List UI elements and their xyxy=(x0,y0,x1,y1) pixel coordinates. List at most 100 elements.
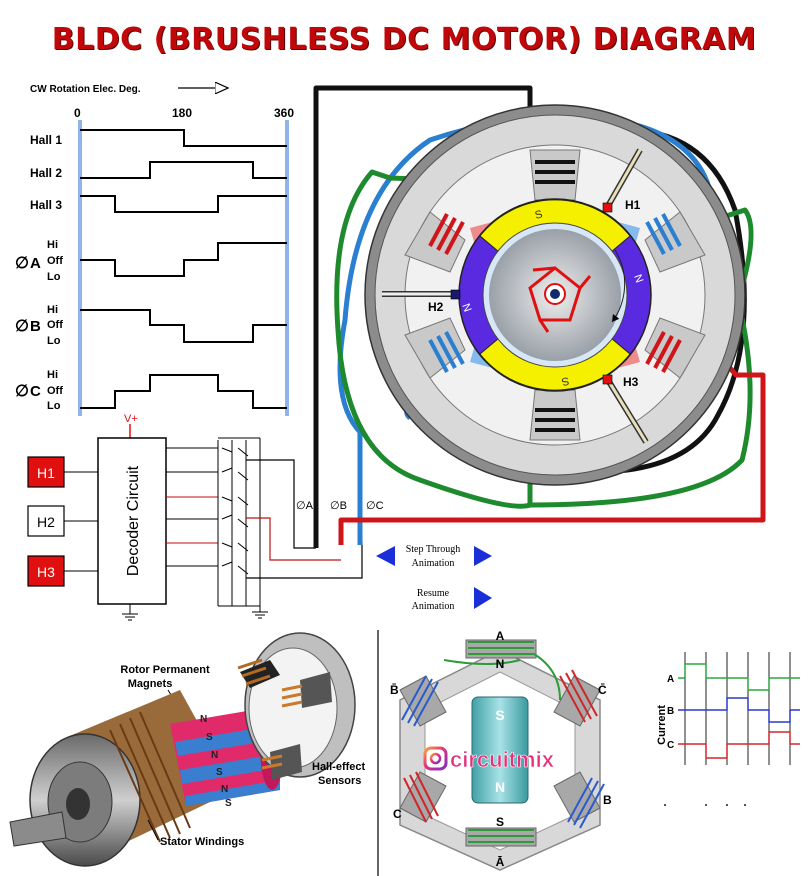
step-label-line1: Step Through xyxy=(406,544,461,555)
pole-n-right: N xyxy=(631,273,645,285)
current-series-b-label: B xyxy=(667,706,674,717)
pole-s-top: S xyxy=(534,208,544,221)
rotor-shaft-icon xyxy=(528,266,592,333)
phase-b-hi: Hi xyxy=(47,304,58,316)
magnet-letter-5: N xyxy=(221,784,228,795)
rotor-pole-s: S xyxy=(495,707,504,723)
hall-sensor-h1: H1 xyxy=(602,148,643,213)
resume-label-line1: Resume xyxy=(417,588,450,599)
current-series-c-label: C xyxy=(667,740,674,751)
phase-c-hi: Hi xyxy=(47,369,58,381)
phase-a-hi: Hi xyxy=(47,239,58,251)
magnet-letter-1: N xyxy=(200,714,207,725)
hall-h1-label: H1 xyxy=(625,198,641,212)
stator-label: Stator Windings xyxy=(160,836,244,848)
hall-3-waveform xyxy=(80,195,287,213)
coil-label-b: B xyxy=(603,793,612,807)
decoder-section: V+ Decoder Circuit H1 H2 H3 xyxy=(27,413,384,621)
page-title: BLDC (BRUSHLESS DC MOTOR) DIAGRAM xyxy=(51,22,757,57)
rotor-pole-n: N xyxy=(495,779,505,795)
resume-button[interactable] xyxy=(474,587,492,609)
sensor-h1-box xyxy=(27,456,65,488)
rotor-label-line2: Magnets xyxy=(128,678,173,690)
bldc-motor: S N S N H1 H2 H3 xyxy=(364,104,746,486)
sensor-h2-box xyxy=(27,505,65,537)
vplus-label: V+ xyxy=(124,413,138,425)
phase-b-waveform xyxy=(80,309,287,343)
magnet-letter-3: N xyxy=(211,750,218,761)
timing-diagram: CW Rotation Elec. Deg. 0 180 360 Hall 1 … xyxy=(15,84,294,416)
motor-cutaway: Rotor Permanent Magnets N S N S N S Stat… xyxy=(9,632,366,867)
instagram-icon xyxy=(423,746,448,771)
degree-180-label: 180 xyxy=(172,106,192,120)
phase-c-lo: Lo xyxy=(47,400,61,412)
wire-label-a: ∅A xyxy=(296,500,314,512)
phase-b-off: Off xyxy=(47,319,63,331)
phase-a-symbol: ∅ xyxy=(15,255,29,272)
hall-sensors-label-line1: Hall-effect xyxy=(312,761,366,773)
sensor-h3-label: H3 xyxy=(37,564,55,580)
hall-sensors-label-line2: Sensors xyxy=(318,775,361,787)
current-ylabel: Current xyxy=(656,705,668,745)
magnet-letter-6: S xyxy=(225,798,232,809)
sensor-h3-box xyxy=(27,555,65,587)
pole-n-left: N xyxy=(461,301,475,313)
hall-1-waveform xyxy=(80,129,287,147)
phase-a-waveform xyxy=(80,242,287,277)
hall-h3-label: H3 xyxy=(623,375,639,389)
phase-c-label: C xyxy=(30,383,41,400)
transistor-bridge xyxy=(217,437,268,619)
phase-a-lo: Lo xyxy=(47,271,61,283)
pole-s-bottom: S xyxy=(560,374,570,387)
rotor-pole-bottom-s: S xyxy=(496,815,504,829)
coil-label-c-bar: C̄ xyxy=(598,683,607,697)
wire-label-c: ∅C xyxy=(366,500,384,512)
degree-0-label: 0 xyxy=(74,106,81,120)
hall-2-waveform xyxy=(80,161,287,179)
rotor-label-line1: Rotor Permanent xyxy=(120,664,210,676)
step-label-line2: Animation xyxy=(412,558,455,569)
rotation-direction-arrow xyxy=(611,249,626,323)
hall-3-label: Hall 3 xyxy=(30,198,62,212)
phase-a-label: A xyxy=(30,255,41,272)
current-series-a xyxy=(678,663,800,691)
hall-sensor-h3: H3 xyxy=(602,374,649,444)
coil-label-c: C xyxy=(393,807,402,821)
sensor-h1-label: H1 xyxy=(37,465,55,481)
coil-label-b-bar: B̄ xyxy=(390,683,399,697)
rotor-pole-top-n: N xyxy=(496,657,505,671)
watermark-text: circuitmix xyxy=(450,747,555,772)
step-back-button[interactable] xyxy=(376,546,395,566)
current-series-b xyxy=(678,697,800,723)
hall-h2-label: H2 xyxy=(428,300,444,314)
hall-sensor-h2: H2 xyxy=(382,289,461,314)
coil-label-a: A xyxy=(496,629,505,643)
wire-label-b: ∅B xyxy=(330,500,347,512)
phase-b-label: B xyxy=(30,318,41,335)
hall-1-label: Hall 1 xyxy=(30,133,62,147)
hall-2-label: Hall 2 xyxy=(30,166,62,180)
phase-b-lo: Lo xyxy=(47,335,61,347)
phase-c-off: Off xyxy=(47,385,63,397)
resume-label-line2: Animation xyxy=(412,601,455,612)
rotor-magnet-bar xyxy=(471,696,529,804)
decoder-ground xyxy=(122,613,138,621)
current-series-a-label: A xyxy=(667,674,674,685)
watermark: circuitmix xyxy=(423,746,555,772)
current-series-c xyxy=(678,731,800,759)
coil-label-a-bar: Ā xyxy=(496,855,505,869)
phase-a-off: Off xyxy=(47,255,63,267)
phase-c-waveform xyxy=(80,374,287,409)
rotation-label: CW Rotation Elec. Deg. xyxy=(30,84,141,95)
decoder-label: Decoder Circuit xyxy=(125,465,142,576)
stator-diagram: N S N S A C̄ B Ā C B̄ circuitmix xyxy=(377,629,612,876)
current-chart: Current A B C xyxy=(656,652,800,806)
sensor-h2-label: H2 xyxy=(37,514,55,530)
step-forward-button[interactable] xyxy=(474,546,492,566)
phase-b-symbol: ∅ xyxy=(15,318,29,335)
magnet-letter-2: S xyxy=(206,732,213,743)
magnet-letter-4: S xyxy=(216,767,223,778)
phase-c-symbol: ∅ xyxy=(15,383,29,400)
animation-controls: Step Through Animation Resume Animation xyxy=(376,544,492,612)
